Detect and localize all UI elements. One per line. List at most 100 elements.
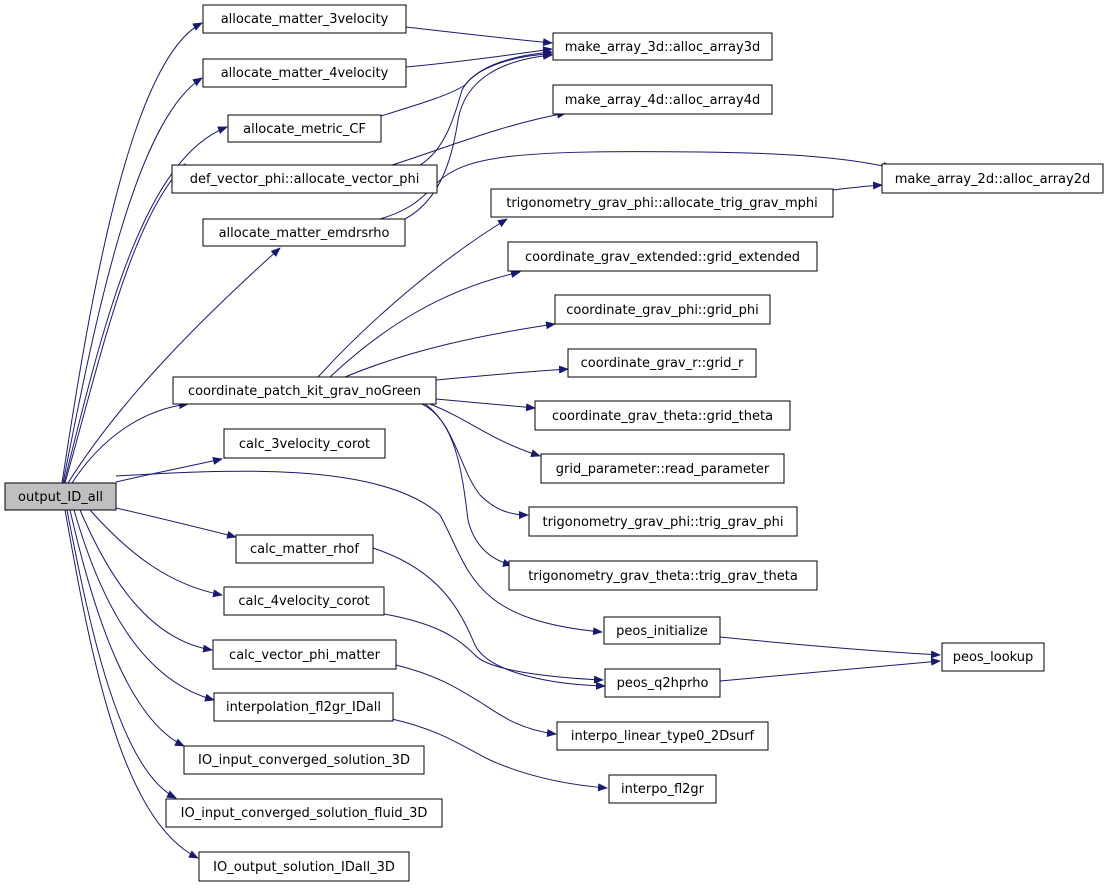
edge-coordinate-patch-to-grid-phi xyxy=(344,321,556,378)
edge-coordinate-patch-to-trig-grav-phi xyxy=(424,403,529,519)
edge-coordinate-patch-to-grid-theta xyxy=(435,398,536,412)
edge-allocate-vector-phi-to-alloc-array3d xyxy=(419,50,553,166)
node-interpolation-fl2gr-idall[interactable]: interpolation_fl2gr_IDall xyxy=(213,692,394,722)
edge-output-to-allocate-vector-phi xyxy=(64,163,186,484)
svg-text:coordinate_grav_extended::grid: coordinate_grav_extended::grid_extended xyxy=(525,250,800,265)
svg-text:IO_input_converged_solution_fl: IO_input_converged_solution_fluid_3D xyxy=(181,806,428,821)
node-allocate-matter-3velocity[interactable]: allocate_matter_3velocity xyxy=(202,4,407,34)
svg-text:calc_vector_phi_matter: calc_vector_phi_matter xyxy=(229,648,381,663)
svg-text:peos_initialize: peos_initialize xyxy=(616,624,708,639)
node-calc-4velocity-corot[interactable]: calc_4velocity_corot xyxy=(223,586,385,616)
edge-allocate-trig-grav-mphi-to-alloc-array2d xyxy=(832,181,883,191)
edge-coordinate-patch-to-read-parameter xyxy=(429,403,541,458)
svg-text:def_vector_phi::allocate_vecto: def_vector_phi::allocate_vector_phi xyxy=(190,172,420,187)
node-trig-grav-phi[interactable]: trigonometry_grav_phi::trig_grav_phi xyxy=(528,506,798,537)
node-coordinate-patch-kit[interactable]: coordinate_patch_kit_grav_noGreen xyxy=(172,376,437,405)
svg-text:allocate_matter_4velocity: allocate_matter_4velocity xyxy=(221,66,389,81)
svg-text:trigonometry_grav_theta::trig_: trigonometry_grav_theta::trig_grav_theta xyxy=(528,569,798,584)
node-peos-lookup[interactable]: peos_lookup xyxy=(941,642,1045,672)
edge-calc-matter-rhof-to-peos-q2hprho xyxy=(372,547,606,690)
svg-text:coordinate_grav_theta::grid_th: coordinate_grav_theta::grid_theta xyxy=(552,409,773,424)
edge-output-to-allocate-matter-emdrsrho xyxy=(67,247,281,484)
svg-text:calc_matter_rhof: calc_matter_rhof xyxy=(250,542,359,557)
edge-output-to-calc-vector-phi-matter xyxy=(79,509,213,653)
node-alloc-array3d[interactable]: make_array_3d::alloc_array3d xyxy=(552,32,773,61)
svg-text:IO_output_solution_IDall_3D: IO_output_solution_IDall_3D xyxy=(213,860,395,875)
edge-output-to-io-input-converged-fluid-3d xyxy=(66,509,177,799)
edge-coordinate-patch-to-trig-grav-theta xyxy=(421,403,513,567)
node-alloc-array2d[interactable]: make_array_2d::alloc_array2d xyxy=(881,163,1104,194)
node-allocate-metric-cf[interactable]: allocate_metric_CF xyxy=(227,114,382,143)
node-peos-q2hprho[interactable]: peos_q2hprho xyxy=(604,668,721,698)
node-trig-grav-theta[interactable]: trigonometry_grav_theta::trig_grav_theta xyxy=(508,560,818,591)
node-alloc-array4d[interactable]: make_array_4d::alloc_array4d xyxy=(552,84,773,115)
edge-allocate-matter-4velocity-to-alloc-array3d xyxy=(405,46,553,68)
node-allocate-trig-grav-mphi[interactable]: trigonometry_grav_phi::allocate_trig_gra… xyxy=(490,188,834,218)
node-peos-initialize[interactable]: peos_initialize xyxy=(603,616,721,645)
edge-coordinate-patch-to-grid-extended xyxy=(329,270,521,378)
edge-output-to-coordinate-patch-kit xyxy=(71,401,189,484)
edge-output-to-allocate-matter-4velocity xyxy=(62,77,203,484)
edge-peos-initialize-to-peos-lookup xyxy=(719,636,941,659)
edge-output-to-allocate-metric-cf xyxy=(63,126,228,484)
svg-text:interpo_fl2gr: interpo_fl2gr xyxy=(621,782,705,797)
node-allocate-matter-emdrsrho[interactable]: allocate_matter_emdrsrho xyxy=(202,218,406,247)
edge-output-to-io-output-solution-3d xyxy=(64,509,199,859)
svg-text:allocate_matter_3velocity: allocate_matter_3velocity xyxy=(221,12,389,27)
node-interpo-fl2gr[interactable]: interpo_fl2gr xyxy=(608,774,717,804)
edge-coordinate-patch-to-allocate-trig-grav-mphi xyxy=(317,218,508,378)
node-allocate-vector-phi[interactable]: def_vector_phi::allocate_vector_phi xyxy=(171,164,438,194)
edge-allocate-matter-3velocity-to-alloc-array3d xyxy=(405,26,553,47)
edge-calc-vector-phi-matter-to-interpo-linear xyxy=(395,664,557,737)
svg-text:make_array_3d::alloc_array3d: make_array_3d::alloc_array3d xyxy=(565,40,760,55)
edge-coordinate-patch-to-grid-r xyxy=(435,365,569,381)
svg-text:trigonometry_grav_phi::allocat: trigonometry_grav_phi::allocate_trig_gra… xyxy=(506,196,818,211)
edge-output-to-allocate-matter-3velocity xyxy=(61,22,203,484)
edge-output-to-calc-4velocity-corot xyxy=(89,509,223,598)
node-allocate-matter-4velocity[interactable]: allocate_matter_4velocity xyxy=(202,58,407,88)
node-io-output-solution-3d[interactable]: IO_output_solution_IDall_3D xyxy=(198,851,410,882)
svg-text:grid_parameter::read_parameter: grid_parameter::read_parameter xyxy=(556,462,770,477)
svg-text:make_array_2d::alloc_array2d: make_array_2d::alloc_array2d xyxy=(895,172,1090,187)
svg-text:interpolation_fl2gr_IDall: interpolation_fl2gr_IDall xyxy=(226,700,381,715)
svg-text:coordinate_grav_r::grid_r: coordinate_grav_r::grid_r xyxy=(581,356,744,371)
svg-text:allocate_metric_CF: allocate_metric_CF xyxy=(243,122,366,137)
edge-output-to-interpolation-fl2gr-idall xyxy=(73,509,215,702)
svg-text:calc_4velocity_corot: calc_4velocity_corot xyxy=(238,594,369,609)
edge-allocate-vector-phi-to-alloc-array4d xyxy=(391,110,567,166)
svg-text:coordinate_patch_kit_grav_noGr: coordinate_patch_kit_grav_noGreen xyxy=(188,384,421,399)
node-grid-extended[interactable]: coordinate_grav_extended::grid_extended xyxy=(507,241,818,272)
node-calc-vector-phi-matter[interactable]: calc_vector_phi_matter xyxy=(212,639,397,670)
edge-allocate-matter-emdrsrho-to-alloc-array2d xyxy=(379,151,893,220)
edge-calc-4velocity-corot-to-peos-q2hprho xyxy=(383,613,604,684)
svg-text:peos_lookup: peos_lookup xyxy=(953,650,1034,665)
edge-output-to-peos-initialize xyxy=(115,470,603,636)
edge-output-to-io-input-converged-3d xyxy=(69,509,185,747)
node-io-input-converged-3d[interactable]: IO_input_converged_solution_3D xyxy=(183,745,425,775)
node-calc-matter-rhof[interactable]: calc_matter_rhof xyxy=(235,534,374,564)
edge-interpolation-fl2gr-idall-to-interpo-fl2gr xyxy=(391,718,608,792)
node-interpo-linear-type0-2dsurf[interactable]: interpo_linear_type0_2Dsurf xyxy=(556,721,769,751)
svg-text:coordinate_grav_phi::grid_phi: coordinate_grav_phi::grid_phi xyxy=(566,303,759,318)
node-io-input-converged-fluid-3d[interactable]: IO_input_converged_solution_fluid_3D xyxy=(165,798,443,828)
call-edges xyxy=(61,22,941,859)
svg-text:IO_input_converged_solution_3D: IO_input_converged_solution_3D xyxy=(198,753,410,768)
node-calc-3velocity-corot[interactable]: calc_3velocity_corot xyxy=(223,428,386,459)
svg-text:output_ID_all: output_ID_all xyxy=(18,490,103,505)
svg-text:make_array_4d::alloc_array4d: make_array_4d::alloc_array4d xyxy=(565,93,760,108)
edge-output-to-calc-matter-rhof xyxy=(115,507,237,539)
edge-peos-q2hprho-to-peos-lookup xyxy=(719,657,941,682)
edge-output-to-calc-3velocity-corot xyxy=(115,457,223,483)
node-grid-phi[interactable]: coordinate_grav_phi::grid_phi xyxy=(554,294,771,325)
node-grid-r[interactable]: coordinate_grav_r::grid_r xyxy=(567,348,757,378)
svg-text:calc_3velocity_corot: calc_3velocity_corot xyxy=(239,437,370,452)
svg-text:interpo_linear_type0_2Dsurf: interpo_linear_type0_2Dsurf xyxy=(571,729,755,744)
svg-text:allocate_matter_emdrsrho: allocate_matter_emdrsrho xyxy=(219,226,390,241)
svg-text:trigonometry_grav_phi::trig_gr: trigonometry_grav_phi::trig_grav_phi xyxy=(542,515,783,530)
svg-text:peos_q2hprho: peos_q2hprho xyxy=(617,676,709,691)
node-grid-theta[interactable]: coordinate_grav_theta::grid_theta xyxy=(534,400,791,431)
edge-allocate-matter-emdrsrho-to-alloc-array3d xyxy=(404,51,553,220)
node-read-parameter[interactable]: grid_parameter::read_parameter xyxy=(540,453,785,484)
node-output-id-all[interactable]: output_ID_all xyxy=(4,482,117,511)
